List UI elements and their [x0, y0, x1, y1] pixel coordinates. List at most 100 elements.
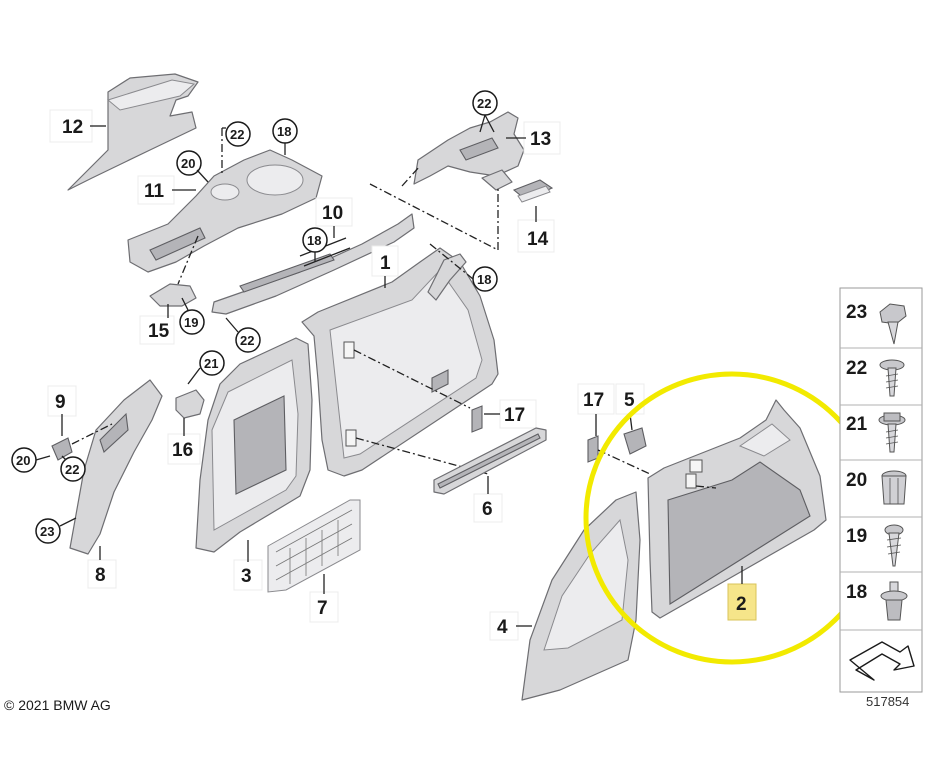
document-number: 517854 [866, 694, 909, 709]
part-17-clip-a [471, 405, 483, 433]
svg-text:21: 21 [204, 356, 218, 371]
legend-row-view-arrow [849, 641, 915, 681]
view-direction-arrow-icon [849, 641, 915, 681]
svg-text:23: 23 [846, 302, 867, 323]
callout-15: 15 [139, 304, 175, 345]
flange-screw-icon [878, 412, 906, 453]
callout-9: 9 [47, 385, 77, 436]
svg-text:19: 19 [846, 526, 867, 547]
svg-text:17: 17 [583, 390, 604, 411]
part-7-net [267, 499, 361, 593]
part-5-cover [623, 427, 647, 455]
svg-text:15: 15 [148, 321, 170, 342]
part-4-side-trim [521, 491, 641, 701]
pan-screw-icon [879, 359, 905, 397]
svg-text:12: 12 [62, 117, 83, 138]
svg-text:18: 18 [307, 233, 321, 248]
svg-text:18: 18 [277, 124, 291, 139]
svg-text:22: 22 [846, 358, 867, 379]
svg-text:7: 7 [317, 598, 328, 619]
svg-text:2: 2 [736, 594, 747, 615]
svg-text:3: 3 [241, 566, 252, 587]
svg-text:20: 20 [181, 156, 195, 171]
part-10-sill-strip [211, 213, 415, 315]
dashline-13-frame [369, 165, 499, 251]
legend-row-19: 19 [846, 524, 904, 567]
hex-bolt-clip-icon [879, 303, 907, 345]
part-2-side-panel [647, 399, 827, 619]
part-3-compartment [195, 337, 313, 553]
svg-text:22: 22 [240, 333, 254, 348]
legend-row-23: 23 [846, 302, 907, 345]
part-13-pillar-trim [413, 111, 525, 191]
callout-22c: 22 [472, 90, 498, 133]
tapping-screw-icon [884, 524, 904, 567]
callout-17a: 17 [484, 399, 537, 429]
svg-text:5: 5 [624, 390, 635, 411]
callout-13: 13 [506, 121, 561, 155]
svg-text:20: 20 [16, 453, 30, 468]
svg-text:19: 19 [184, 315, 198, 330]
svg-text:20: 20 [846, 470, 867, 491]
callout-14: 14 [517, 206, 555, 253]
part-6-strip [433, 427, 547, 495]
callout-20a: 20 [176, 150, 209, 183]
svg-text:6: 6 [482, 499, 493, 520]
svg-text:9: 9 [55, 392, 66, 413]
svg-text:22: 22 [65, 462, 79, 477]
callout-22a: 22 [221, 121, 251, 176]
legend-row-18: 18 [846, 581, 908, 621]
part-15-bracket [149, 235, 199, 307]
svg-text:22: 22 [477, 96, 491, 111]
callout-22d: 22 [60, 455, 86, 482]
callout-1: 1 [371, 245, 399, 288]
part-14-cover [512, 179, 554, 203]
callout-18a: 18 [272, 118, 298, 155]
svg-text:11: 11 [144, 181, 165, 202]
copyright-text: © 2021 BMW AG [4, 697, 111, 713]
callout-10: 10 [315, 197, 353, 238]
callout-11: 11 [137, 175, 196, 205]
svg-text:22: 22 [230, 127, 244, 142]
svg-text:14: 14 [527, 229, 549, 250]
legend-row-22: 22 [846, 358, 905, 397]
callout-7: 7 [309, 574, 339, 623]
legend-row-20: 20 [846, 470, 907, 505]
expanding-rivet-icon [880, 581, 908, 621]
callout-18b: 18 [302, 227, 328, 262]
callout-6: 6 [473, 476, 503, 523]
svg-text:4: 4 [497, 617, 508, 638]
svg-text:8: 8 [95, 565, 106, 586]
callout-20b: 20 [11, 447, 51, 473]
fastener-legend: 23 22 21 20 [839, 287, 923, 693]
callout-21: 21 [187, 350, 225, 385]
svg-text:21: 21 [846, 414, 868, 435]
callout-4: 4 [489, 611, 532, 641]
part-12-trim-strip [67, 73, 199, 191]
svg-text:18: 18 [846, 582, 867, 603]
svg-text:10: 10 [322, 203, 343, 224]
svg-text:13: 13 [530, 129, 551, 150]
callout-23: 23 [35, 517, 77, 544]
callout-16: 16 [167, 418, 201, 465]
plastic-nut-icon [881, 470, 907, 505]
callout-17b: 17 [577, 383, 615, 436]
callout-3: 3 [233, 540, 263, 591]
callout-18c: 18 [429, 243, 498, 292]
svg-text:17: 17 [504, 405, 525, 426]
callout-2-highlighted: 2 [727, 566, 757, 621]
part-16-bracket [175, 389, 205, 419]
callout-12: 12 [49, 109, 106, 143]
part-11-bracket [127, 149, 323, 273]
svg-text:1: 1 [380, 253, 391, 274]
legend-row-21: 21 [846, 412, 906, 453]
part-9-clip [51, 423, 113, 461]
svg-text:23: 23 [40, 524, 54, 539]
callout-8: 8 [87, 546, 117, 589]
callout-22b: 22 [225, 317, 261, 353]
svg-text:18: 18 [477, 272, 491, 287]
part-8-pillar [69, 379, 163, 555]
svg-text:16: 16 [172, 440, 193, 461]
part-1-side-panel [301, 247, 499, 477]
